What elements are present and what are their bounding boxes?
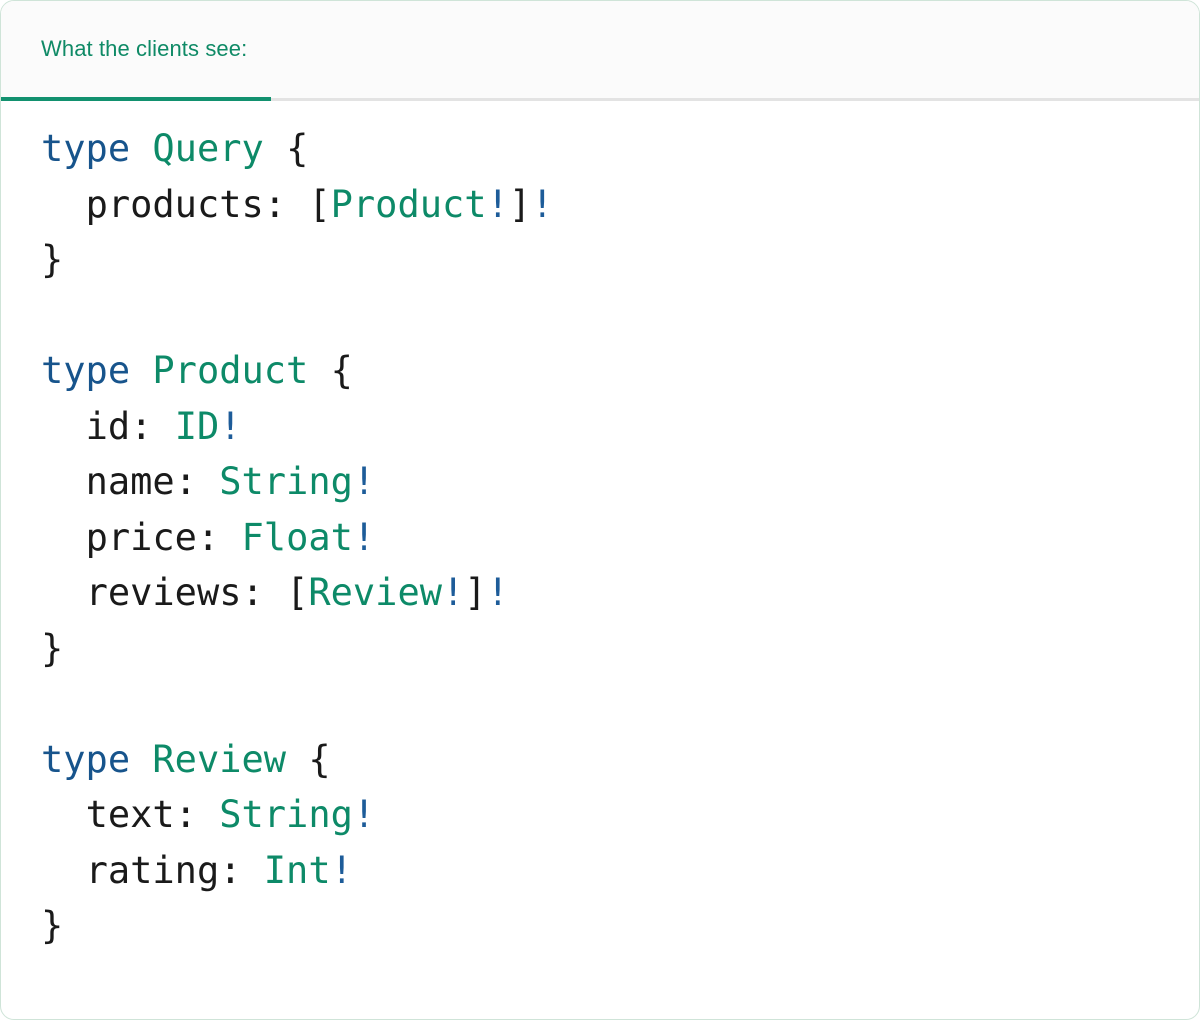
code-line: } xyxy=(41,232,1159,288)
code-token-plain xyxy=(130,349,152,392)
tab-what-the-clients-see[interactable]: What the clients see: xyxy=(1,1,272,101)
code-token-field: rating xyxy=(85,848,220,892)
code-token-field: price xyxy=(85,515,197,559)
code-token-plain xyxy=(41,183,86,226)
code-token-plain xyxy=(41,571,86,614)
code-token-punct: : xyxy=(174,460,220,503)
code-token-plain xyxy=(130,127,152,170)
code-token-keyword: type xyxy=(41,737,131,781)
code-token-field: products xyxy=(85,182,264,226)
code-line: } xyxy=(41,621,1159,677)
code-line: type Product { xyxy=(41,343,1159,399)
code-line xyxy=(41,676,1159,732)
code-token-field: reviews xyxy=(85,571,242,614)
code-token-type: Review xyxy=(308,571,442,614)
code-token-punct: : xyxy=(174,793,220,836)
code-token-bang: ! xyxy=(352,460,376,503)
code-line: name: String! xyxy=(41,454,1159,510)
code-token-punct: ] xyxy=(464,571,487,614)
code-token-punct: : xyxy=(219,848,264,892)
code-token-type: Product xyxy=(330,182,487,226)
code-root: type Query { products: [Product!]! } typ… xyxy=(41,121,1159,954)
code-token-plain xyxy=(41,460,86,503)
code-line: products: [Product!]! xyxy=(41,177,1159,233)
code-line: id: ID! xyxy=(41,399,1159,455)
code-token-punct: { xyxy=(308,737,331,781)
code-token-type: ID xyxy=(174,404,220,448)
code-line: text: String! xyxy=(41,787,1159,843)
code-token-keyword: type xyxy=(41,349,131,392)
code-token-type: Product xyxy=(152,349,309,392)
code-token-bang: ! xyxy=(330,848,353,892)
code-token-punct: } xyxy=(41,626,64,670)
code-token-punct: } xyxy=(41,238,64,281)
code-token-type: String xyxy=(219,793,353,836)
code-token-plain xyxy=(41,849,86,892)
code-token-bang: ! xyxy=(352,793,376,836)
code-token-type: Review xyxy=(152,737,287,781)
code-token-keyword: type xyxy=(41,127,131,170)
code-token-bang: ! xyxy=(531,182,554,226)
tab-label: What the clients see: xyxy=(41,36,248,61)
code-token-bang: ! xyxy=(486,182,509,226)
code-line: reviews: [Review!]! xyxy=(41,565,1159,621)
graphql-schema-code: type Query { products: [Product!]! } typ… xyxy=(41,121,1159,954)
code-token-plain xyxy=(41,405,86,448)
code-token-plain xyxy=(41,516,86,559)
code-line: } xyxy=(41,898,1159,954)
code-token-field: name xyxy=(85,460,175,503)
code-token-punct: { xyxy=(286,127,309,170)
code-line: type Query { xyxy=(41,121,1159,177)
code-token-punct: { xyxy=(330,349,353,392)
code-line xyxy=(41,288,1159,344)
tab-strip: What the clients see: xyxy=(1,1,1199,101)
code-token-type: Int xyxy=(263,848,331,892)
code-token-plain xyxy=(41,793,86,836)
code-token-punct: ] xyxy=(508,182,532,226)
code-token-punct: [ xyxy=(286,571,309,614)
code-token-punct: : xyxy=(241,571,287,614)
code-token-bang: ! xyxy=(442,571,465,614)
code-area: type Query { products: [Product!]! } typ… xyxy=(1,101,1199,994)
code-token-type: Query xyxy=(152,127,264,170)
code-token-type: String xyxy=(219,460,353,503)
code-token-plain xyxy=(130,738,152,781)
code-token-punct: : xyxy=(263,182,309,226)
code-line: type Review { xyxy=(41,732,1159,788)
code-token-field: text xyxy=(85,793,175,836)
code-token-punct: : xyxy=(196,515,242,559)
code-token-punct: [ xyxy=(308,182,331,226)
code-line: price: Float! xyxy=(41,510,1159,566)
code-token-bang: ! xyxy=(219,404,242,448)
code-token-bang: ! xyxy=(352,515,376,559)
code-token-plain xyxy=(286,738,308,781)
code-token-punct: } xyxy=(41,904,64,947)
code-token-field: id xyxy=(85,404,131,448)
code-token-punct: : xyxy=(130,404,175,448)
code-token-type: Float xyxy=(241,515,353,559)
code-token-bang: ! xyxy=(486,571,509,614)
code-token-plain xyxy=(264,127,286,170)
code-token-plain xyxy=(308,349,330,392)
code-line: rating: Int! xyxy=(41,843,1159,899)
